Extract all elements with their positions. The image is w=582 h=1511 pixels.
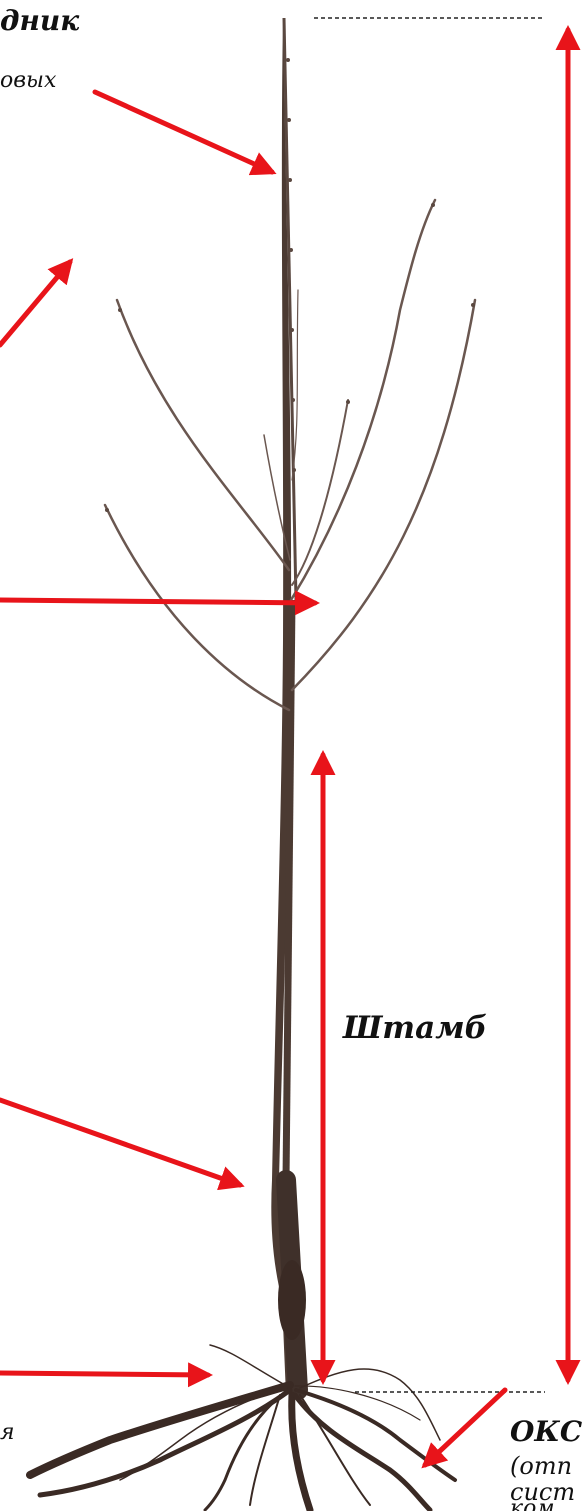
leader-label-subtitle: овых [0, 68, 56, 93]
root-system [30, 1345, 455, 1510]
graft-arrow [0, 1100, 240, 1185]
root-system-label-line3: ком [510, 1496, 555, 1511]
branch-arrow [0, 262, 70, 345]
tree-illustration [30, 18, 475, 1510]
root-system-label-title: ОКС [510, 1415, 582, 1448]
leader-label-title: дник [0, 4, 79, 37]
rootstock-arrow [0, 1373, 208, 1375]
graft-union [278, 1260, 306, 1340]
root-system-label-line1: (отп [510, 1452, 572, 1480]
rootstock-label-fragment: я [0, 1420, 15, 1445]
crown-arrow [0, 600, 315, 603]
root-system-arrow [425, 1390, 505, 1465]
height-reference-lines [314, 18, 545, 1392]
shtamb-label: Штамб [343, 1010, 487, 1046]
leader-arrow [95, 92, 272, 172]
